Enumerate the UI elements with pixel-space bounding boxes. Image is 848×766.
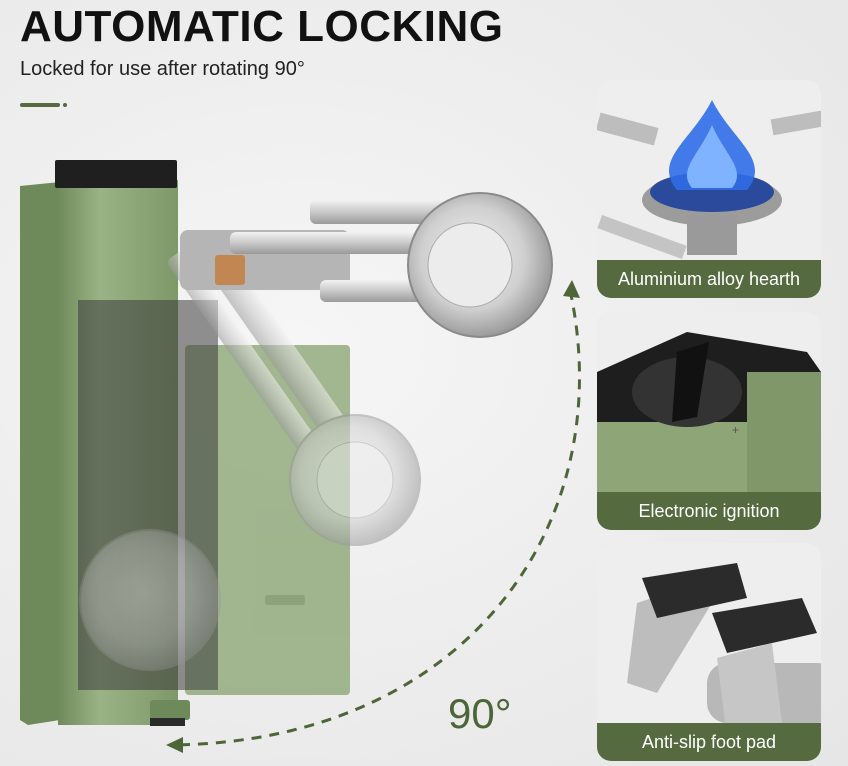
stove-rotation-illustration [20, 160, 581, 753]
arc-arrow-bottom [166, 737, 183, 753]
svg-text:+: + [732, 423, 739, 437]
page-title: AUTOMATIC LOCKING [20, 2, 504, 51]
accent-bar [20, 103, 60, 107]
accent-dot [63, 103, 67, 107]
arc-arrow-top [563, 280, 580, 298]
feature-label-ignition: Electronic ignition [597, 492, 821, 530]
feature-label-hearth: Aluminium alloy hearth [597, 260, 821, 298]
rotation-arc [174, 289, 581, 747]
rotation-angle-label: 90° [448, 690, 512, 737]
burner-arm [180, 192, 553, 338]
feature-card-foot-pad: Anti-slip foot pad [597, 543, 821, 761]
burner-arm-ghost [79, 231, 421, 671]
feature-label-foot-pad: Anti-slip foot pad [597, 723, 821, 761]
feature-card-hearth: Aluminium alloy hearth [597, 80, 821, 298]
page-subtitle: Locked for use after rotating 90° [20, 58, 305, 80]
feature-card-ignition: + Electronic ignition [597, 312, 821, 530]
